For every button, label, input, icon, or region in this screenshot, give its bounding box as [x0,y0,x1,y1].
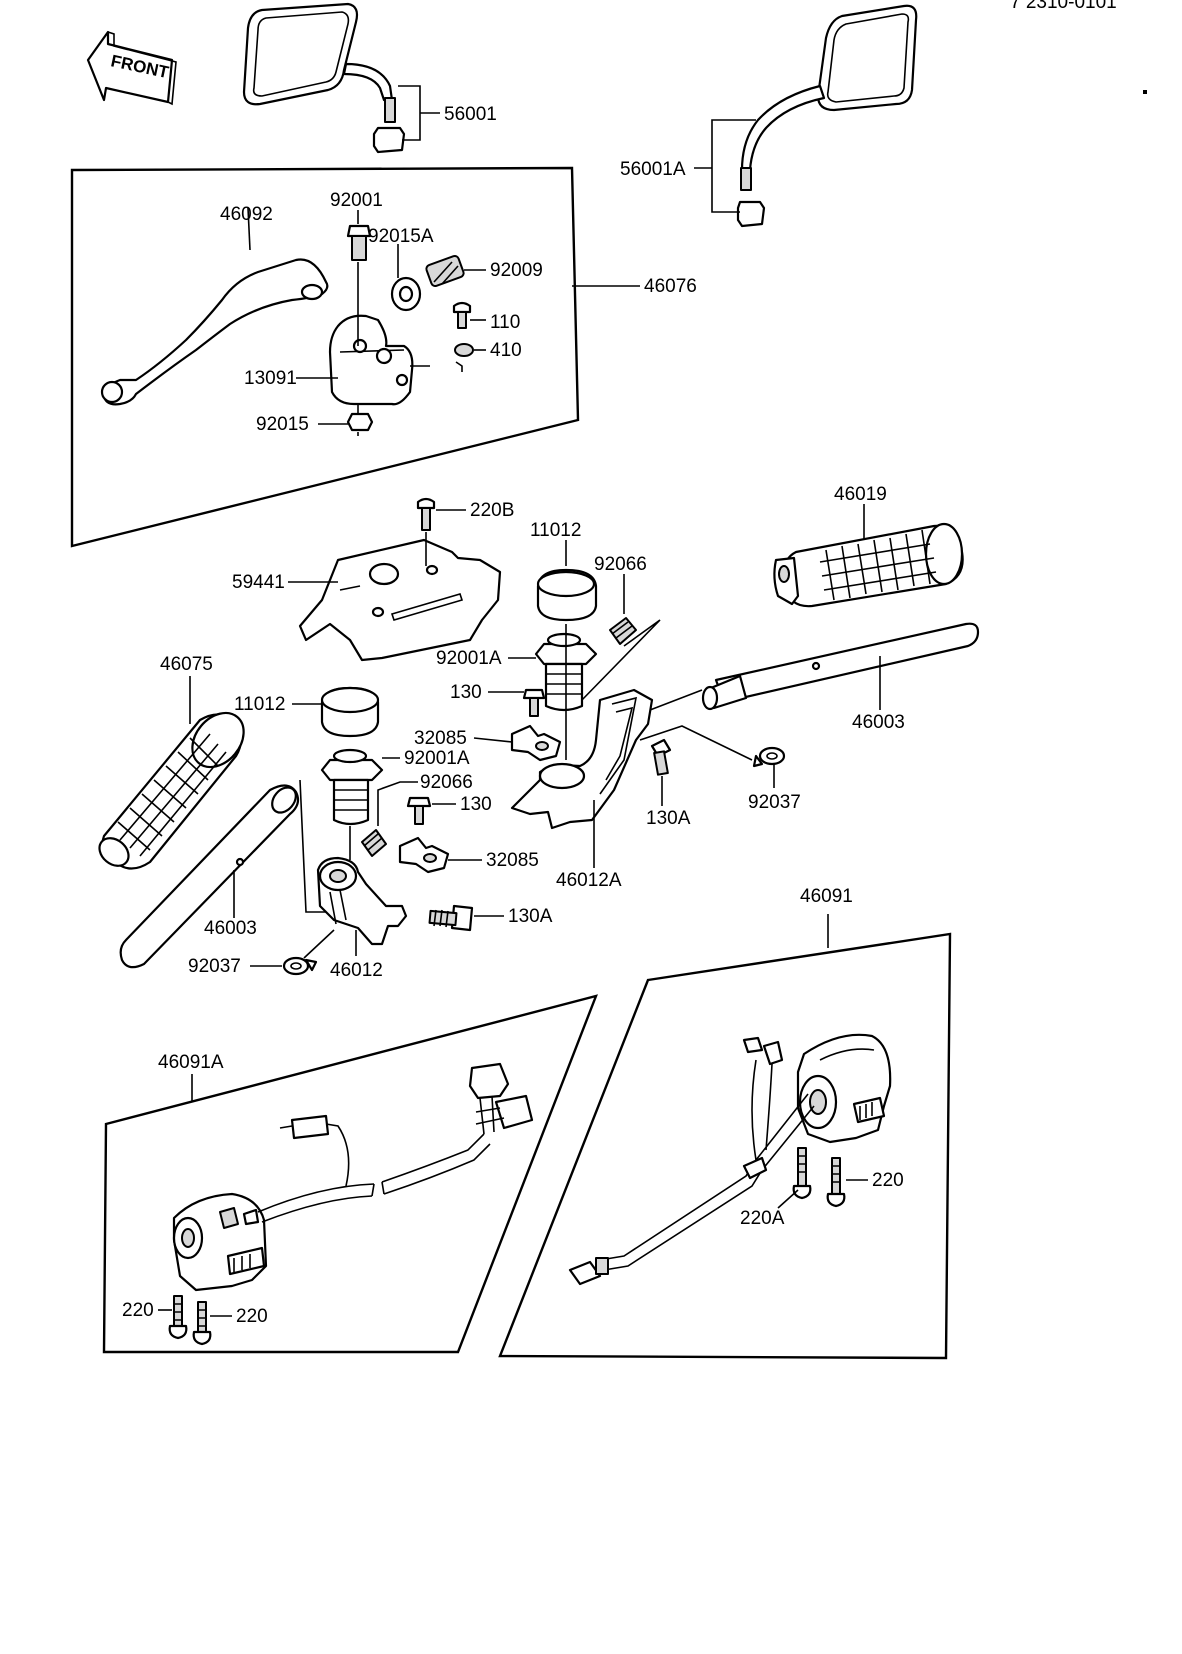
callout-11012-top: 11012 [530,520,581,541]
right-grip [773,522,964,608]
cover-screw [416,497,436,531]
callout-56001A: 56001A [620,159,686,180]
callout-32085-left: 32085 [486,850,539,871]
cable-clip-left [282,956,318,976]
lever-perch [328,314,414,406]
callout-220A: 220A [740,1208,785,1229]
callout-220B: 220B [470,500,514,521]
cable-guide-lower [398,836,450,874]
cable-clip-right [752,746,786,768]
top-cap-lower [320,686,380,738]
speck [1143,90,1147,94]
front-arrow-icon: FRONT [86,30,177,106]
callout-220-left-b: 220 [236,1306,268,1327]
switch-cover [298,538,502,662]
callout-46091A: 46091A [158,1052,224,1073]
screw-130A-left [428,904,474,932]
left-switch-box [102,994,598,1354]
callout-92037-left: 92037 [188,956,241,977]
cable-adjuster [425,254,465,288]
callout-46003-left: 46003 [204,918,257,939]
right-handlebar [701,622,980,711]
callout-220-right: 220 [872,1170,904,1191]
right-mirror [736,4,918,228]
screw-220-right [826,1157,846,1208]
callout-92001: 92001 [330,190,383,211]
screw-220-left-b [192,1301,212,1346]
callout-46019: 46019 [834,484,887,505]
callout-92066-left: 92066 [420,772,473,793]
left-handlebar-switch [172,1062,534,1292]
pivot-bolt [346,224,372,261]
clutch-lever [102,258,329,406]
callout-130-left: 130 [460,794,492,815]
callout-56001: 56001 [444,104,497,125]
grommet-upper [609,617,637,645]
callout-46091: 46091 [800,886,853,907]
callout-46092: 46092 [220,204,273,225]
throttle-housing [510,688,654,830]
screw-220A [792,1147,812,1200]
callout-110: 110 [490,312,520,333]
right-switch-box [498,932,952,1360]
clutch-switch-housing [316,856,408,946]
adjuster-locknut [390,276,422,312]
left-handlebar [119,784,300,969]
callout-46076: 46076 [644,276,697,297]
drawing-code: 7 2310-0101 [1010,0,1117,13]
callout-46012A: 46012A [556,870,622,891]
cable-guide-upper [510,724,562,762]
lever-assembly-box [70,166,580,548]
callout-92009: 92009 [490,260,543,281]
callout-130A-left: 130A [508,906,553,927]
grommet-lower [361,829,387,857]
callout-11012-left: 11012 [234,694,285,715]
screw-130-lower [406,796,432,825]
screw-130-upper [522,688,546,717]
callout-410: 410 [490,340,522,361]
callout-220-left-a: 220 [122,1300,154,1321]
callout-92015: 92015 [256,414,309,435]
screw-220-left-a [168,1295,188,1340]
callout-130A-right: 130A [646,808,691,829]
cap-bolt-upper [534,632,598,712]
callout-32085-top: 32085 [414,728,467,749]
screw-130A-right [650,738,672,776]
callout-130-top: 130 [450,682,482,703]
callout-59441: 59441 [232,572,285,593]
top-cap-upper [536,568,598,622]
callout-92066-top: 92066 [594,554,647,575]
washer [454,343,474,357]
callout-92001A-left: 92001A [404,748,470,769]
left-grip [98,711,245,870]
callout-92037-right: 92037 [748,792,801,813]
callout-92001A-top: 92001A [436,648,502,669]
callout-46075: 46075 [160,654,213,675]
right-handlebar-switch [568,1033,892,1286]
callout-92015A: 92015A [368,226,434,247]
switch-screw [452,301,472,329]
callout-46012: 46012 [330,960,383,981]
cap-bolt-lower [320,748,384,826]
callout-13091: 13091 [244,368,297,389]
pivot-nut [346,412,374,436]
callout-46003-right: 46003 [852,712,905,733]
left-mirror [242,2,406,154]
